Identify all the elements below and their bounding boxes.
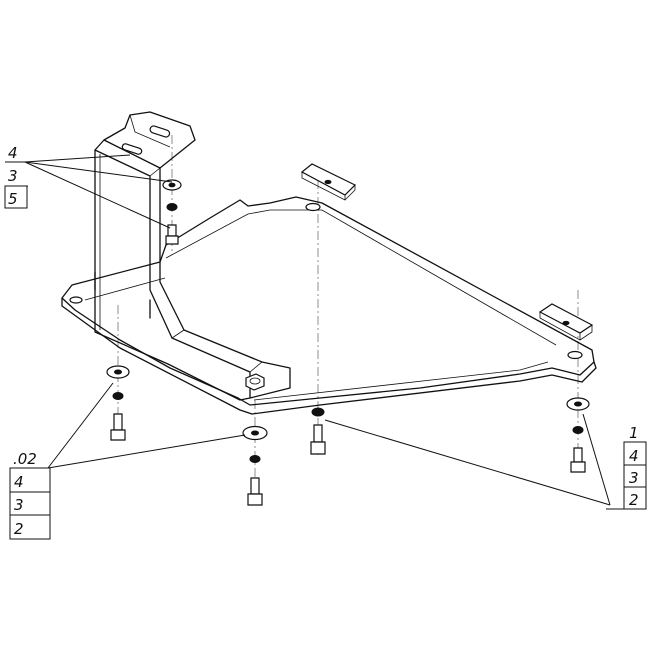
callout-label: 4 — [8, 144, 18, 162]
support-bracket — [94, 111, 291, 401]
callout-label: 1 — [629, 424, 639, 442]
lock-washer — [166, 203, 178, 211]
callout-label: 3 — [629, 469, 639, 487]
fastener-bracket-top — [162, 179, 182, 245]
bolt-head — [310, 441, 326, 455]
bracket-slot-lower — [121, 143, 143, 155]
bracket-slot-top — [149, 125, 171, 138]
lock-washer — [249, 455, 261, 463]
fastener-left — [106, 365, 130, 441]
leader-lines — [24, 154, 611, 506]
plate-hole-right — [567, 350, 583, 360]
fastener-right — [566, 397, 590, 473]
plate-hole-left — [69, 296, 83, 304]
bolt-head — [165, 235, 179, 245]
callout-label: 2 — [14, 520, 24, 538]
callout-label: 4 — [629, 447, 639, 465]
callout-label: 2 — [629, 491, 639, 509]
spacer-strip-top — [300, 163, 357, 201]
fastener-front — [242, 425, 268, 506]
lock-washer — [572, 426, 584, 434]
callout-right: 1 4 3 2 — [606, 424, 647, 510]
bracket-nut — [245, 373, 265, 391]
bolt-head — [110, 429, 126, 441]
bolt-head — [247, 493, 263, 506]
callout-top-left: 4 3 5 — [4, 144, 28, 209]
callout-label: .02 — [13, 450, 37, 468]
lock-washer — [112, 392, 124, 400]
lock-washer — [311, 407, 325, 417]
skid-plate — [61, 196, 597, 415]
plate-hole-rear — [305, 202, 321, 212]
callout-label: 3 — [8, 167, 18, 185]
callout-bottom-left: .02 4 3 2 — [9, 450, 51, 540]
callout-label: 4 — [14, 473, 24, 491]
callout-label: 5 — [8, 190, 18, 208]
bolt-head — [570, 461, 586, 473]
callout-label: 3 — [14, 496, 24, 514]
fastener-rear — [310, 407, 326, 455]
spacer-strip-right — [538, 303, 594, 341]
